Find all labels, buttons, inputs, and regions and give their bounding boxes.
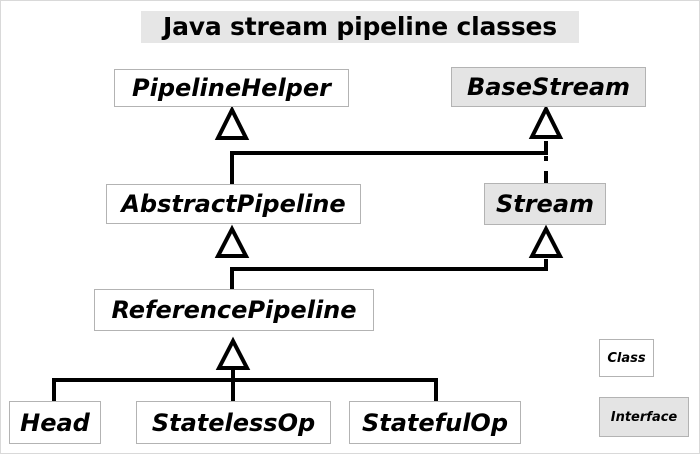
class-box-statelessop[interactable]: StatelessOp bbox=[136, 401, 331, 444]
interface-box-stream[interactable]: Stream bbox=[484, 183, 606, 225]
legend-class-swatch: Class bbox=[599, 339, 654, 377]
class-label: StatelessOp bbox=[151, 408, 316, 437]
class-box-head[interactable]: Head bbox=[9, 401, 101, 444]
class-label: StatefulOp bbox=[361, 408, 509, 437]
legend-interface-swatch: Interface bbox=[599, 397, 689, 437]
class-box-statefulop[interactable]: StatefulOp bbox=[349, 401, 521, 444]
interface-label: BaseStream bbox=[466, 73, 631, 101]
edge-referencepipeline-to-abstractpipeline bbox=[214, 224, 548, 291]
interface-box-basestream[interactable]: BaseStream bbox=[451, 67, 646, 107]
class-box-referencepipeline[interactable]: ReferencePipeline bbox=[94, 289, 374, 331]
class-label: PipelineHelper bbox=[132, 74, 331, 102]
class-box-pipelinehelper[interactable]: PipelineHelper bbox=[114, 69, 349, 107]
legend-interface-label: Interface bbox=[610, 409, 678, 425]
edge-subclasses-to-referencepipeline bbox=[52, 336, 438, 403]
class-label: AbstractPipeline bbox=[121, 190, 346, 218]
edge-abstractpipeline-to-basestream bbox=[528, 104, 564, 139]
class-label: ReferencePipeline bbox=[111, 296, 357, 324]
legend-class-label: Class bbox=[607, 350, 646, 366]
interface-label: Stream bbox=[495, 190, 595, 218]
edge-referencepipeline-to-stream bbox=[528, 224, 564, 258]
edge-abstractpipeline-to-pipelinehelper bbox=[214, 105, 548, 186]
page-title: Java stream pipeline classes bbox=[141, 11, 579, 43]
class-label: Head bbox=[20, 408, 90, 437]
class-box-abstractpipeline[interactable]: AbstractPipeline bbox=[106, 184, 361, 224]
